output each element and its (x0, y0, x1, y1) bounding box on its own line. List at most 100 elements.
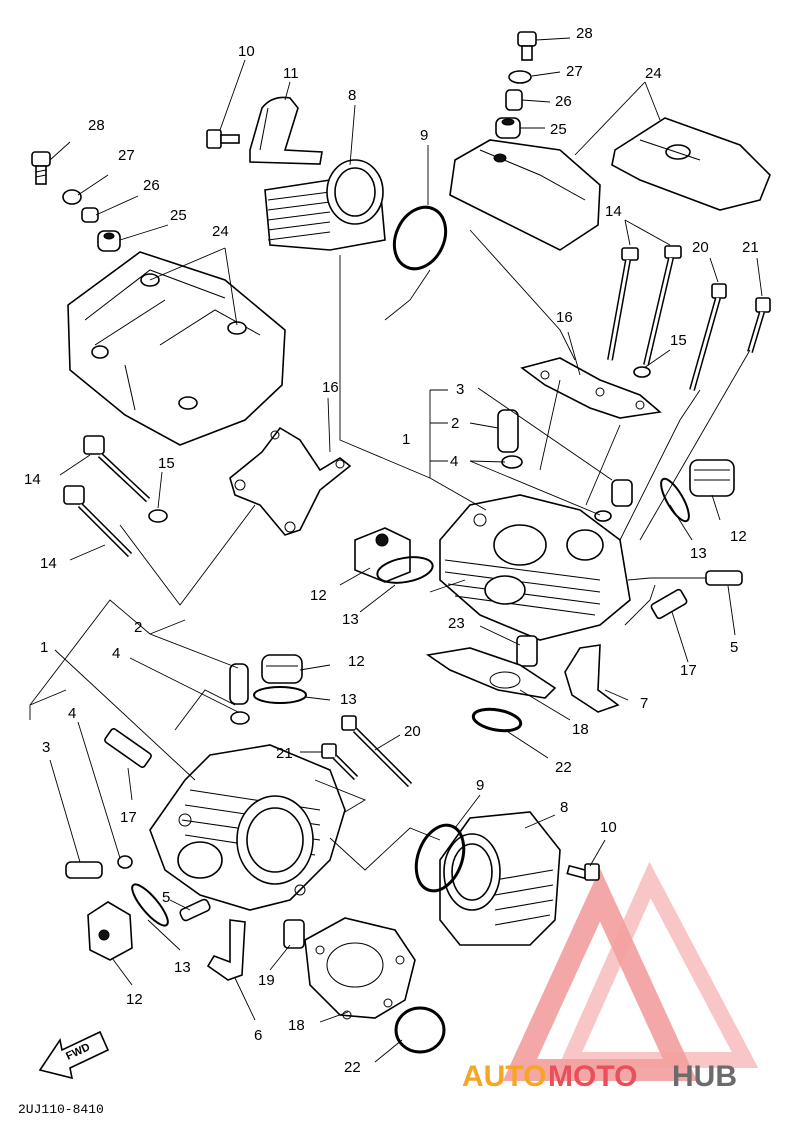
callout-18-left: 18 (288, 1017, 305, 1034)
callout-26-left: 26 (143, 177, 160, 194)
watermark-hub: HUB (672, 1060, 737, 1093)
dowel-19 (283, 919, 305, 949)
callout-3-left: 3 (42, 739, 50, 756)
bolt-20-left (341, 715, 413, 788)
clip-4-left-lower (117, 855, 133, 869)
o-ring-13-left-upper (253, 686, 307, 704)
callout-25-left: 25 (170, 207, 187, 224)
pipe-7 (564, 644, 620, 713)
callout-15-left: 15 (158, 455, 175, 472)
callout-13-left-upper: 13 (340, 691, 357, 708)
callout-23: 23 (448, 615, 465, 632)
front-cylinder-head-1 (439, 494, 631, 641)
drawing-code: 2UJ110-8410 (18, 1102, 104, 1117)
callout-19: 19 (258, 972, 275, 989)
callout-14-right: 14 (605, 203, 622, 220)
long-bolt-14-upper-left (83, 435, 151, 503)
callout-16-right: 16 (556, 309, 573, 326)
oil-cap-12-left-upper (261, 654, 303, 684)
callout-10-bottom: 10 (600, 819, 617, 836)
forward-direction-arrow: FWD (38, 1030, 110, 1080)
valve-guide-3-right (611, 479, 633, 507)
gasket-18-right (425, 647, 557, 699)
o-ring-22-left (394, 1006, 446, 1054)
right-collar-26 (505, 89, 523, 111)
callout-1-left: 1 (40, 639, 48, 656)
o-ring-9-bottom (414, 823, 466, 893)
callout-12-mid: 12 (310, 587, 327, 604)
callout-24-right: 24 (645, 65, 662, 82)
callout-1-right: 1 (402, 431, 410, 448)
callout-21-right: 21 (742, 239, 759, 256)
oil-cap-12-left-lower (87, 901, 133, 961)
callout-10-top: 10 (238, 43, 255, 60)
callout-9-bottom: 9 (476, 777, 484, 794)
callout-8-top: 8 (348, 87, 356, 104)
intake-manifold-8-top (264, 159, 386, 251)
spark-plug-17-left (104, 728, 152, 768)
right-grommet-25 (495, 117, 521, 139)
callout-9-top: 9 (420, 127, 428, 144)
leader-lines (29, 37, 763, 1063)
intake-manifold-8-bottom (439, 811, 561, 946)
callout-5-left: 5 (162, 889, 170, 906)
callout-4-right: 4 (450, 453, 458, 470)
clip-4-left-upper (230, 711, 250, 725)
bolt-20-right (689, 283, 727, 391)
callout-12-left-upper: 12 (348, 653, 365, 670)
o-ring-13-mid (376, 556, 434, 584)
oil-cap-12-mid (354, 527, 411, 583)
callout-26-right: 26 (555, 93, 572, 110)
right-washer-27 (508, 70, 532, 84)
watermark-moto: MOTO (548, 1060, 637, 1093)
left-valve-cover-24 (67, 251, 286, 446)
callout-27-left: 27 (118, 147, 135, 164)
automotohub-logo: AUTO MOTO HUB (462, 861, 759, 1093)
left-cap-bolt-28 (31, 151, 51, 185)
callout-27-right: 27 (566, 63, 583, 80)
fitting-5-right (705, 570, 743, 586)
callout-7: 7 (640, 695, 648, 712)
gasket-18-left (304, 917, 416, 1020)
callout-21-left: 21 (276, 745, 293, 762)
long-bolts-14-right (607, 245, 682, 366)
callout-2-left: 2 (134, 619, 142, 636)
callout-20-left: 20 (404, 723, 421, 740)
left-washer-27 (62, 189, 82, 205)
callout-6: 6 (254, 1027, 262, 1044)
callout-4-left-lower: 4 (68, 705, 76, 722)
watermark-auto: AUTO (462, 1060, 546, 1093)
callout-16-left: 16 (322, 379, 339, 396)
callout-12-right: 12 (730, 528, 747, 545)
valve-stem-2-left (229, 663, 249, 705)
oil-cap-12-right (689, 459, 735, 497)
left-collar-26 (81, 207, 99, 223)
o-ring-13-right (660, 477, 690, 523)
right-cap-bolt-28 (517, 31, 537, 61)
callout-28-right: 28 (576, 25, 593, 42)
gasket-16-left (229, 426, 352, 536)
pipe-6 (206, 919, 246, 981)
bolt-21-right (747, 297, 771, 353)
callout-11: 11 (283, 65, 299, 82)
bolt-10-bottom (566, 863, 600, 881)
dowel-23 (516, 635, 538, 667)
right-valve-cover-24-inner (449, 139, 601, 251)
callout-13-right: 13 (690, 545, 707, 562)
bracket-11 (249, 96, 323, 165)
o-ring-13-left-lower (131, 883, 169, 927)
washer-15-left (148, 509, 168, 523)
callout-18-right: 18 (572, 721, 589, 738)
gasket-16-top (520, 357, 662, 419)
callout-13-mid: 13 (342, 611, 359, 628)
fitting-5-left (179, 898, 211, 922)
left-grommet-25 (97, 230, 121, 252)
callout-12-left-lower: 12 (126, 991, 143, 1008)
callout-28-left: 28 (88, 117, 105, 134)
bolt-10-top (206, 129, 240, 149)
rear-cylinder-head-1 (149, 744, 346, 911)
long-bolt-14-lower-left (63, 485, 133, 558)
callout-24-left: 24 (212, 223, 229, 240)
callout-20-right: 20 (692, 239, 709, 256)
